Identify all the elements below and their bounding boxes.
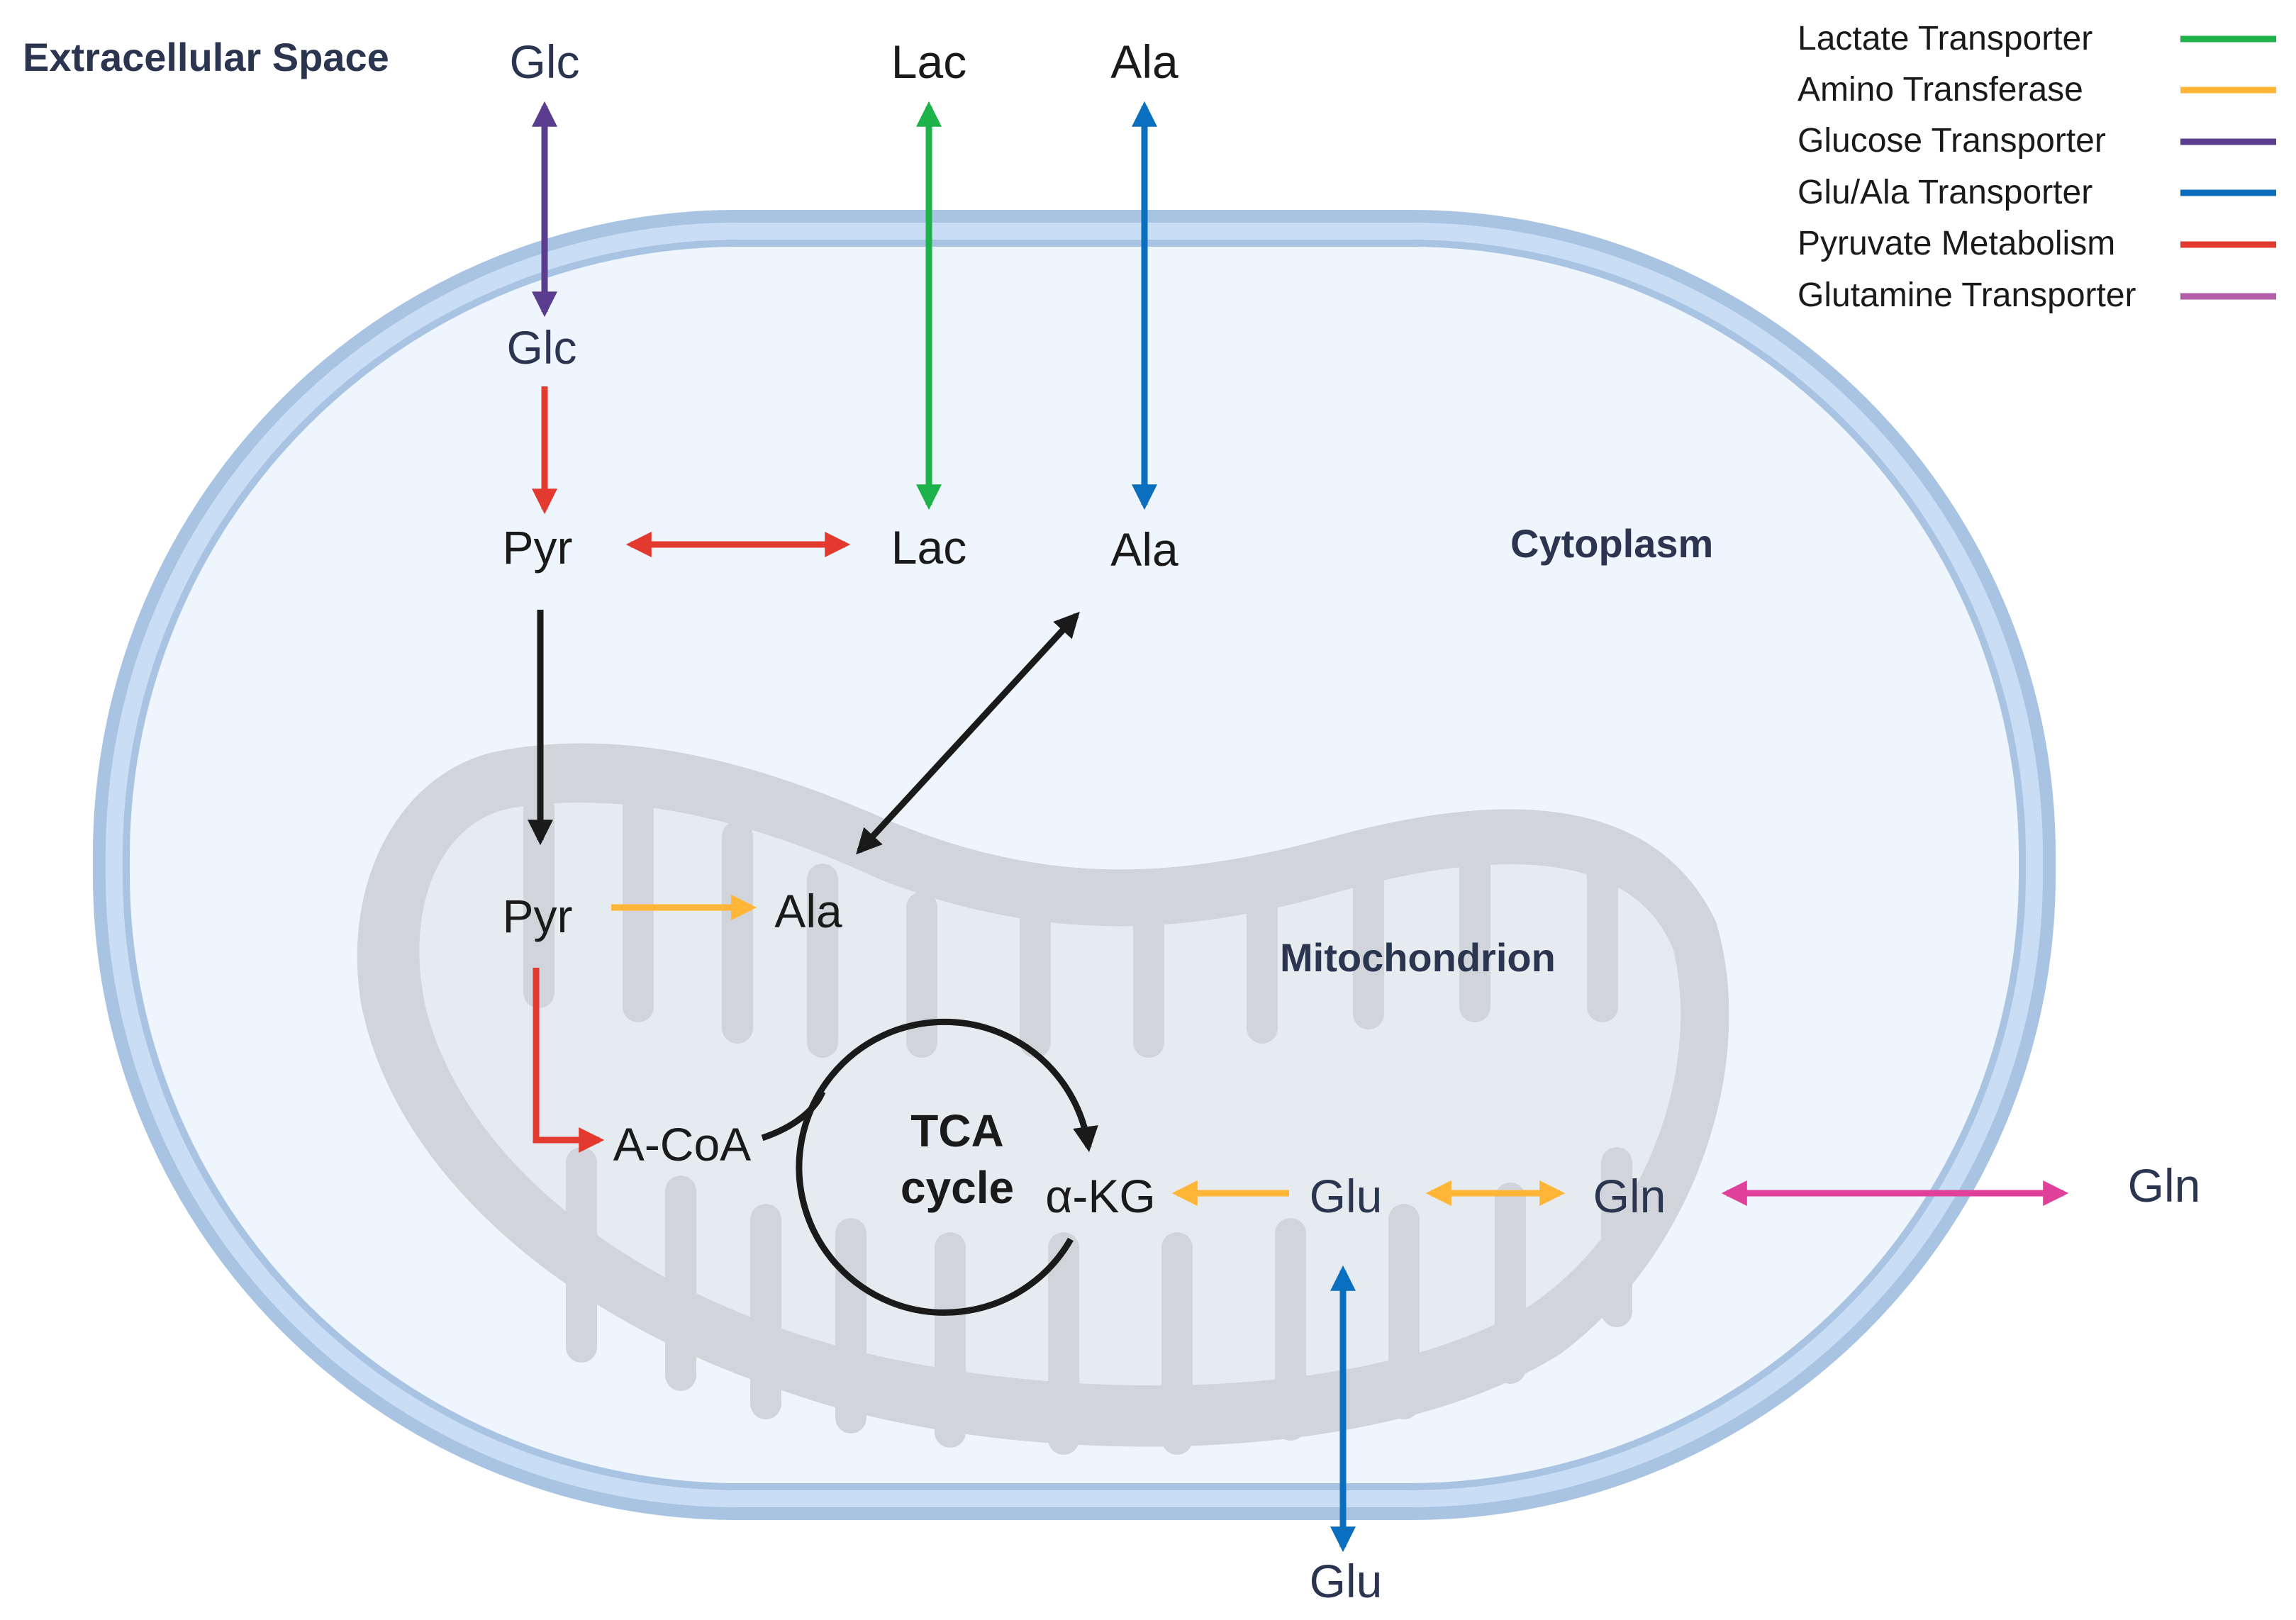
tca-cycle-label: TCA cycle bbox=[901, 1105, 1014, 1213]
legend: Lactate Transporter Amino Transferase Gl… bbox=[1798, 20, 2276, 314]
lac-extracellular-label: Lac bbox=[891, 35, 966, 88]
mitochondrion-label: Mitochondrion bbox=[1280, 935, 1556, 980]
glu-extracellular-label: Glu bbox=[1310, 1555, 1383, 1607]
arrows bbox=[528, 101, 2069, 1553]
glc-cytoplasm-label: Glc bbox=[507, 321, 577, 374]
cristae bbox=[523, 793, 1632, 1455]
akg-label: α-KG bbox=[1045, 1170, 1156, 1222]
acoa-label: A-CoA bbox=[613, 1118, 751, 1171]
legend-label-glu-ala: Glu/Ala Transporter bbox=[1798, 174, 2092, 211]
legend-label-pyruvate: Pyruvate Metabolism bbox=[1798, 225, 2115, 262]
gln-mitochondrion-label: Gln bbox=[1593, 1170, 1666, 1222]
tca-line-1: TCA bbox=[910, 1105, 1004, 1156]
legend-label-glutamine: Glutamine Transporter bbox=[1798, 276, 2136, 314]
glc-extracellular-label: Glc bbox=[510, 35, 580, 88]
legend-label-aminotransferase: Amino Transferase bbox=[1798, 71, 2083, 108]
legend-label-glucose: Glucose Transporter bbox=[1798, 122, 2106, 160]
tca-line-2: cycle bbox=[901, 1162, 1014, 1213]
pyr-cytoplasm-label: Pyr bbox=[503, 521, 573, 574]
mitochondrion bbox=[357, 743, 1729, 1455]
cytoplasm-label: Cytoplasm bbox=[1510, 521, 1713, 566]
legend-label-lactate: Lactate Transporter bbox=[1798, 20, 2092, 57]
lac-cytoplasm-label: Lac bbox=[891, 521, 966, 574]
metabolite-labels: Glc Lac Ala Glc Pyr Lac Ala Pyr Ala A-Co… bbox=[503, 35, 2201, 1607]
glu-mitochondrion-label: Glu bbox=[1310, 1170, 1383, 1222]
pyr-mitochondrion-label: Pyr bbox=[503, 890, 573, 942]
gln-extracellular-label: Gln bbox=[2128, 1159, 2201, 1212]
pyr-to-acoa-arrow bbox=[533, 968, 605, 1153]
ala-exchange-arrow bbox=[856, 611, 1080, 855]
ala-extracellular-label: Ala bbox=[1110, 35, 1178, 88]
ala-mitochondrion-label: Ala bbox=[774, 885, 842, 937]
extracellular-space-label: Extracellular Space bbox=[23, 35, 389, 79]
ala-cytoplasm-label: Ala bbox=[1110, 523, 1178, 576]
tca-cycle-loop bbox=[796, 1018, 1098, 1316]
